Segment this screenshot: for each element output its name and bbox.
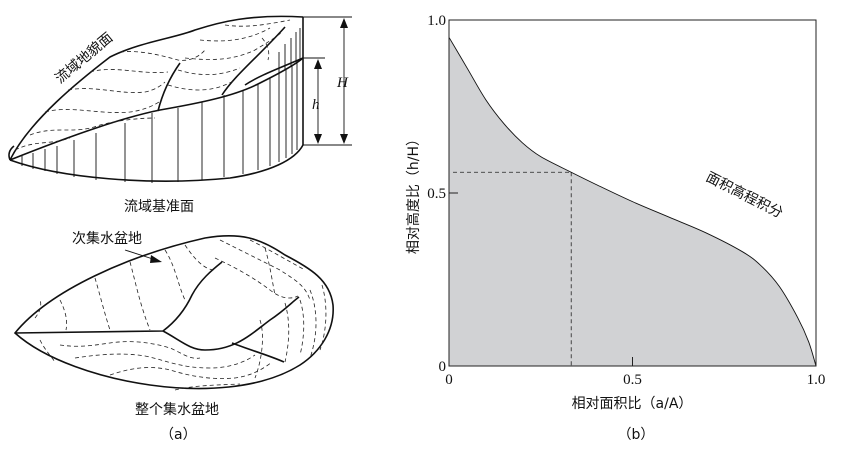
H-label: H: [336, 75, 349, 91]
tributary-stream: [231, 342, 285, 363]
vertical-hatching: [21, 28, 301, 183]
y-tick-label: 0: [439, 359, 447, 375]
main-stream: [162, 296, 300, 351]
hypsometric-curve: [448, 37, 817, 367]
main-stream: [14, 261, 223, 334]
surface-left-tip: [8, 145, 15, 161]
base-bottom-edge: [9, 144, 304, 182]
contour-lines: [34, 239, 327, 391]
watershed-block-diagram: H h 流域地貌面 流域基准面: [8, 15, 352, 215]
caption-a: （a）: [160, 427, 197, 443]
y-tick-label: 1.0: [427, 13, 446, 29]
x-tick-label: 1.0: [807, 372, 826, 388]
stream-channel: [244, 57, 304, 86]
x-axis-label: 相对面积比（a/A）: [572, 396, 693, 412]
base-plane-label: 流域基准面: [124, 198, 194, 215]
contour-lines: [14, 19, 291, 151]
sub-basin-label: 次集水盆地: [72, 230, 142, 247]
x-tick-label: 0: [445, 372, 453, 388]
y-axis-label: 相对高度比（h/H）: [405, 132, 422, 254]
drainage-basin-diagram: 次集水盆地 整个集水盆地 （a）: [13, 230, 334, 443]
whole-basin-label: 整个集水盆地: [135, 401, 219, 418]
height-dimension: [303, 16, 352, 146]
basin-outline: [13, 235, 334, 390]
surface-ridge-outline: [9, 15, 304, 161]
x-tick-label: 0.5: [623, 372, 642, 388]
y-tick-label: 0.5: [427, 186, 446, 202]
stream-channel: [221, 26, 286, 96]
stream-channel: [157, 62, 181, 112]
hypsometric-chart: 0 0.5 1.0 0 0.5 1.0 面积高程积分 相对面积比（a/A） 相对高度比（h…: [405, 13, 825, 443]
surface-front-edge: [9, 57, 304, 161]
curve-label: 面积高程积分: [703, 168, 786, 221]
arrow-head-icon: [150, 255, 162, 263]
h-label: h: [312, 97, 320, 113]
caption-b: （b）: [618, 427, 655, 443]
